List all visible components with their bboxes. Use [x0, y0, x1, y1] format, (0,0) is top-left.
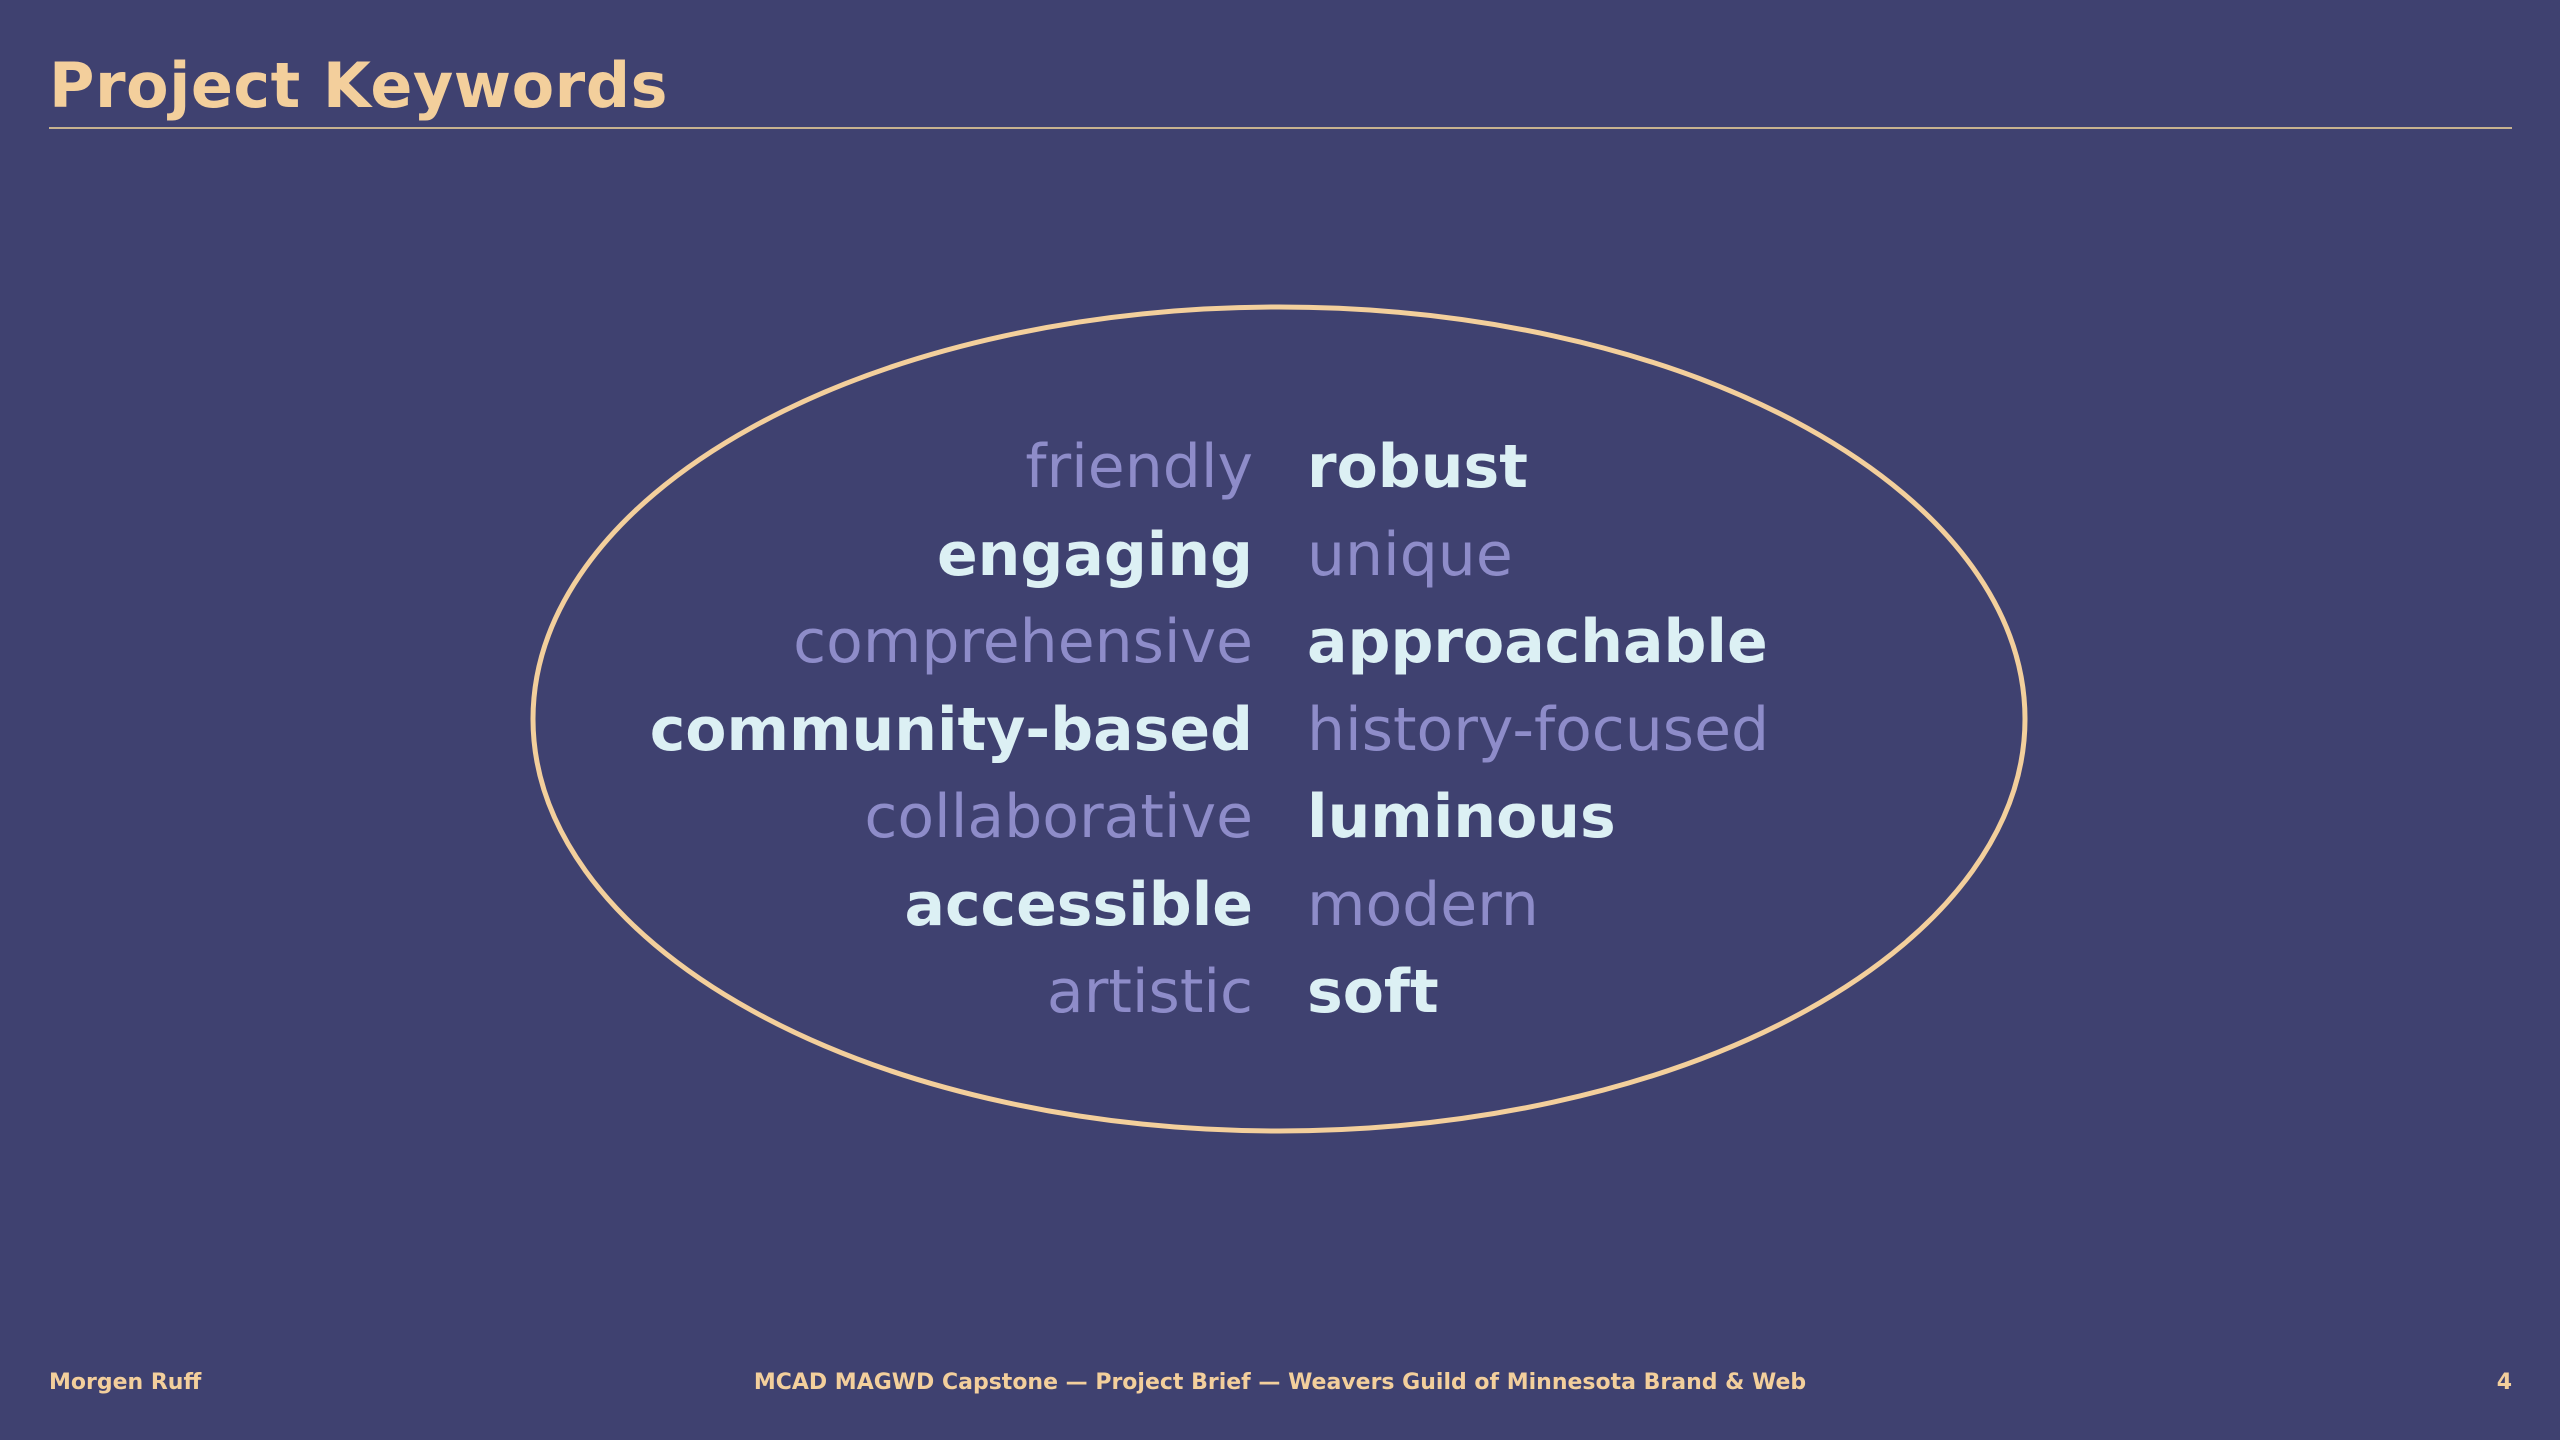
- footer-course-title: MCAD MAGWD Capstone — Project Brief — We…: [753, 1370, 1807, 1395]
- keyword: unique: [1307, 519, 1513, 590]
- keyword: engaging: [936, 519, 1253, 590]
- keyword: history-focused: [1307, 694, 1770, 765]
- keywords-left-column: friendly engaging comprehensive communit…: [650, 424, 1253, 1037]
- footer-author: Morgen Ruff: [49, 1370, 202, 1395]
- keyword: collaborative: [864, 782, 1253, 852]
- keyword: artistic: [1046, 957, 1253, 1027]
- keyword: accessible: [904, 869, 1253, 940]
- keywords-right-column: robust unique approachable history-focus…: [1307, 424, 1769, 1037]
- keyword: comprehensive: [793, 607, 1253, 677]
- title-divider: [49, 127, 2512, 129]
- keyword: friendly: [1025, 432, 1253, 502]
- slide-title: Project Keywords: [49, 49, 669, 122]
- keyword: robust: [1307, 432, 1528, 502]
- keyword: community-based: [649, 694, 1253, 765]
- keyword: luminous: [1307, 782, 1616, 852]
- footer-page-number: 4: [2496, 1370, 2512, 1395]
- keyword: approachable: [1307, 607, 1768, 677]
- keyword: soft: [1307, 957, 1439, 1027]
- keyword: modern: [1307, 869, 1539, 940]
- keyword-ellipse-outline: [530, 304, 2028, 1134]
